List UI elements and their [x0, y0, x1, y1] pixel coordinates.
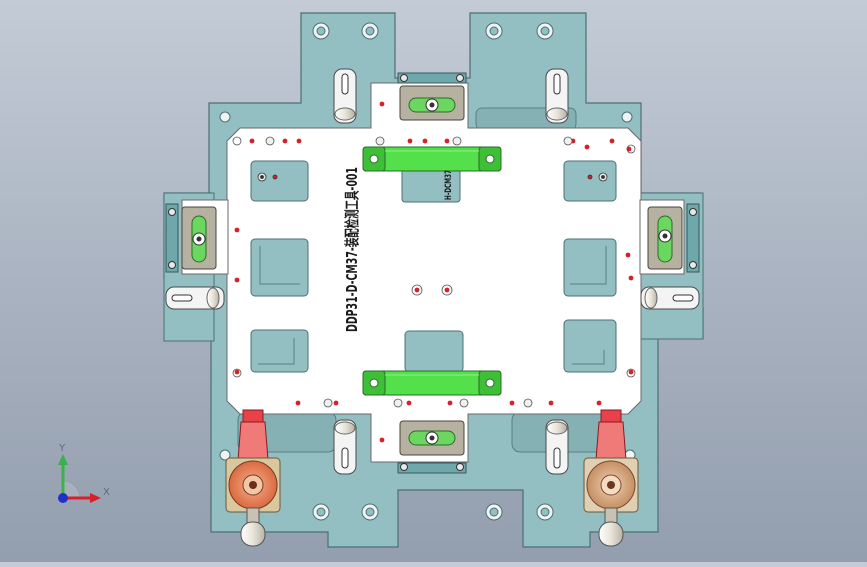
base-mounting-holes [219, 22, 636, 521]
toggle-clamp-right[interactable] [583, 409, 639, 547]
support-pin[interactable] [333, 419, 357, 475]
support-pin[interactable] [640, 286, 700, 310]
red-pin-markers [234, 101, 634, 443]
locator-block-top[interactable] [397, 72, 467, 121]
axis-x-label: X [103, 487, 110, 498]
part-label-main: DDP31-D-CM37-装配检测工具-001 [343, 167, 361, 332]
axis-triad [58, 454, 101, 503]
support-pin[interactable] [165, 286, 225, 310]
support-pin[interactable] [545, 68, 569, 124]
toggle-clamp-left[interactable] [225, 409, 281, 547]
locator-block-left[interactable] [165, 203, 217, 273]
locator-block-bottom[interactable] [397, 420, 467, 474]
clamp-bar-bottom[interactable] [362, 370, 502, 396]
part-label-secondary: H-DCM37 [444, 170, 454, 200]
locator-block-right[interactable] [647, 203, 700, 273]
support-pin[interactable] [333, 68, 357, 124]
top-plate [226, 82, 642, 463]
axis-y-label: Y [59, 443, 66, 454]
support-pin[interactable] [545, 419, 569, 475]
screw-holes [232, 136, 636, 408]
clamp-bar-top[interactable] [362, 146, 502, 172]
